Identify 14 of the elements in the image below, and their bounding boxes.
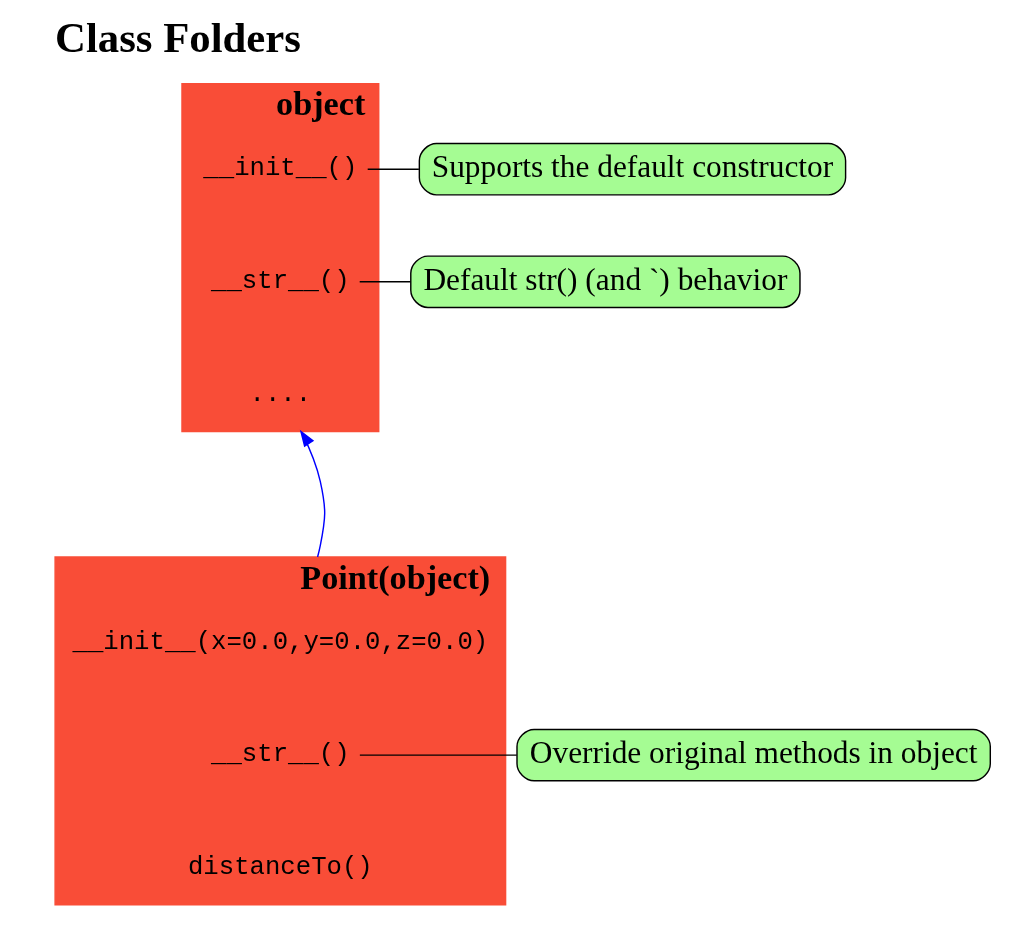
node-box: Default str() (and `) behavior — [410, 255, 801, 309]
node-text: __init__() — [203, 154, 358, 184]
node-box: Supports the default constructor — [418, 142, 847, 196]
node-text: .... — [249, 379, 312, 409]
arrow — [299, 429, 326, 558]
diagram-title: Class Folders — [55, 14, 301, 62]
node-text: __str__() — [211, 267, 350, 297]
node-text: __str__() — [211, 740, 350, 770]
node-text: __init__(x=0.0,y=0.0,z=0.0) — [72, 627, 489, 657]
node-box: Override original methods in object — [516, 728, 991, 782]
connector — [359, 281, 412, 283]
node-text: distanceTo() — [187, 853, 373, 882]
connector — [367, 168, 420, 170]
connector — [359, 754, 518, 756]
